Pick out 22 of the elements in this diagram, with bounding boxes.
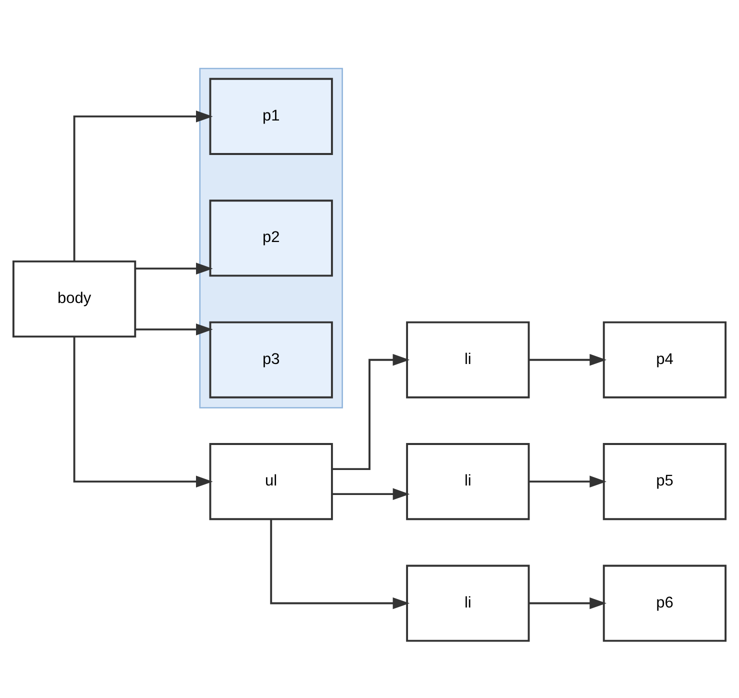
node-box: li <box>406 320 530 398</box>
arrow <box>135 262 213 274</box>
arrow <box>529 475 606 487</box>
node-box: p6 <box>602 564 727 642</box>
arrow <box>73 336 213 487</box>
node-box: p3 <box>209 320 333 398</box>
arrow <box>332 488 410 500</box>
node-box: li <box>406 564 530 642</box>
node-box: p4 <box>602 320 727 398</box>
arrow <box>529 596 606 609</box>
arrow <box>73 110 213 261</box>
node-box: p2 <box>209 199 333 276</box>
arrow <box>332 353 410 470</box>
node-box: li <box>406 442 530 520</box>
node-box: ul <box>209 442 333 520</box>
arrow <box>529 353 606 366</box>
arrow <box>270 518 410 609</box>
node-box: p5 <box>602 442 727 520</box>
node-box: p1 <box>209 77 333 154</box>
arrow <box>135 323 213 335</box>
cluster <box>199 67 343 408</box>
node-box: body <box>12 260 136 338</box>
